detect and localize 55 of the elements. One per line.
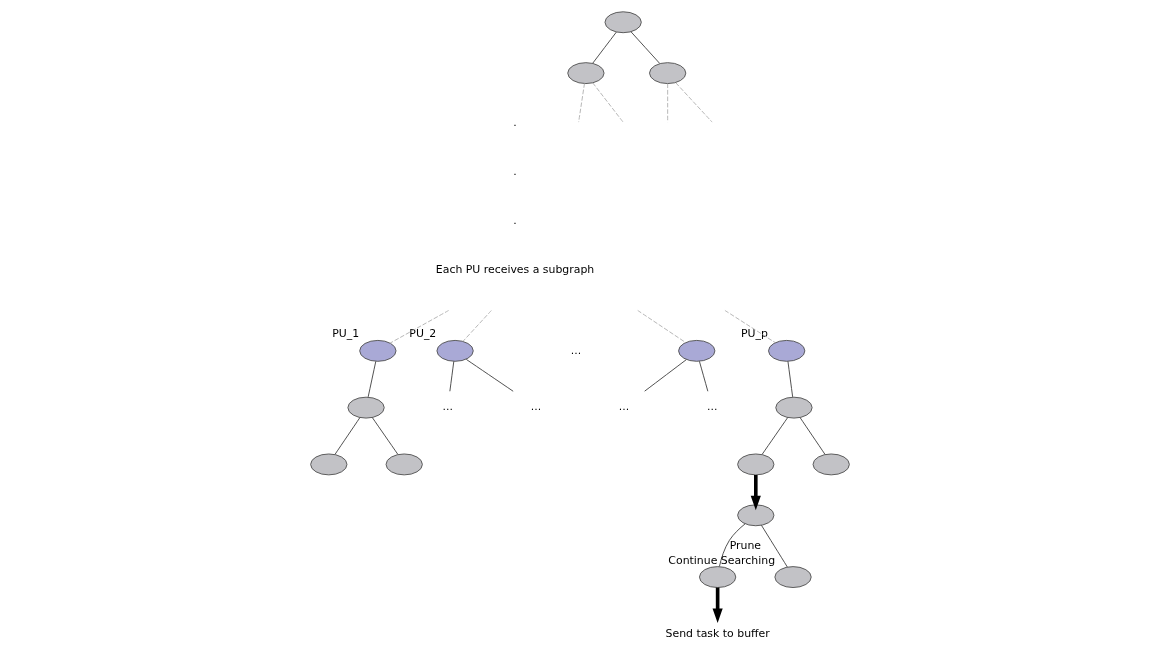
node-ellipse: [359, 339, 397, 362]
connector: [465, 358, 514, 392]
node-ellipse: [768, 339, 806, 362]
connector: [644, 359, 687, 392]
node-ellipse: [649, 62, 687, 84]
node-ellipse: [737, 504, 775, 527]
node-label: Continue Searching: [668, 553, 776, 567]
connector: [718, 523, 746, 567]
connector: [724, 310, 776, 343]
node-ellipse: [567, 62, 605, 84]
node-text: ...: [706, 400, 718, 414]
arrow: [750, 475, 761, 511]
connector: [761, 417, 789, 455]
connector: [462, 310, 492, 342]
label: .: [513, 214, 517, 228]
node-ellipse: [604, 11, 642, 34]
connector: [371, 417, 399, 455]
node-ellipse: [385, 453, 423, 476]
connector: [334, 417, 361, 455]
node-ellipse: [347, 396, 385, 419]
node-ellipse: [774, 566, 812, 588]
node-ellipse: [775, 396, 813, 419]
node-ellipse: [436, 339, 474, 362]
node-label: PU_1: [332, 327, 360, 341]
connector: [787, 360, 794, 398]
label: .: [513, 115, 517, 129]
node-text: Send task to buffer: [665, 626, 770, 640]
connector: [630, 31, 661, 64]
arrow: [712, 587, 723, 623]
label: Each PU receives a subgraph: [435, 263, 595, 277]
connector: [675, 82, 713, 123]
node-ellipse: [678, 339, 716, 362]
node-text: ...: [442, 400, 454, 414]
node-ellipse: [737, 453, 775, 476]
connector: [698, 360, 709, 392]
edge-label: Prune: [729, 539, 762, 552]
node-ellipse: [812, 453, 850, 476]
connector: [449, 360, 455, 392]
label: .: [513, 164, 517, 178]
connector: [667, 83, 669, 123]
connector: [389, 310, 450, 344]
connector: [637, 310, 687, 343]
connector: [799, 417, 826, 455]
connector: [592, 82, 624, 123]
connector: [592, 31, 617, 64]
node-ellipse: [699, 566, 737, 588]
node-label: PU_p: [740, 327, 768, 341]
node-text: ...: [618, 400, 630, 414]
node-ellipse: [310, 453, 348, 476]
connector: [578, 83, 585, 123]
node-text: ...: [530, 400, 542, 414]
label: ...: [570, 343, 582, 357]
node-label: PU_2: [409, 327, 437, 341]
connector: [367, 360, 377, 398]
connector: [761, 524, 788, 568]
